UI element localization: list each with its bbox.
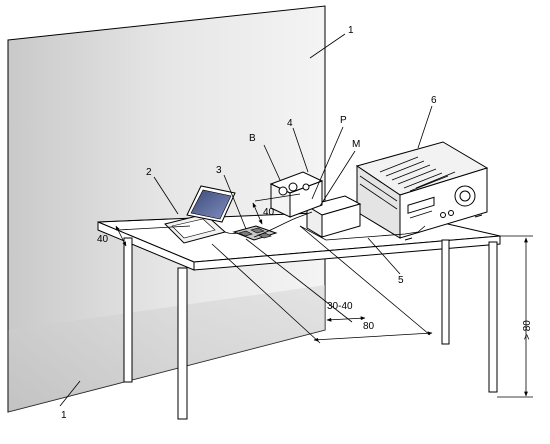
- leader-lines: [59, 33, 433, 407]
- label-item-b: B: [249, 133, 256, 144]
- label-wall-bottom: 1: [61, 410, 67, 421]
- dim-depth: 80: [363, 321, 375, 332]
- label-wall-top: 1: [348, 25, 354, 36]
- dim-edge-mid: 40: [263, 207, 275, 218]
- dimension-lines: [97, 193, 533, 398]
- label-module: 3: [216, 165, 222, 176]
- instrument-box: [355, 141, 489, 241]
- table-leg-front-left: [177, 267, 188, 420]
- table-leg-front-right: [488, 241, 498, 393]
- device-block: [305, 195, 362, 238]
- cables: [224, 211, 426, 241]
- laptop: [164, 185, 236, 244]
- ground-plane-wall: [7, 5, 326, 413]
- dim-gap: 30-40: [327, 301, 353, 312]
- label-item-6: 6: [431, 95, 437, 106]
- label-item-4: 4: [287, 118, 293, 129]
- dim-edge-left: 40: [97, 234, 109, 245]
- supply-box: [269, 171, 324, 218]
- table-leg-back-left: [123, 237, 133, 383]
- label-item-p: P: [340, 115, 347, 126]
- label-laptop: 2: [146, 167, 152, 178]
- dim-height: > 80: [522, 320, 533, 340]
- label-item-5: 5: [398, 275, 404, 286]
- table-leg-back-right: [441, 239, 450, 345]
- socket-b-1: [278, 186, 288, 196]
- socket-b-2: [288, 182, 298, 192]
- label-item-m: M: [352, 139, 360, 150]
